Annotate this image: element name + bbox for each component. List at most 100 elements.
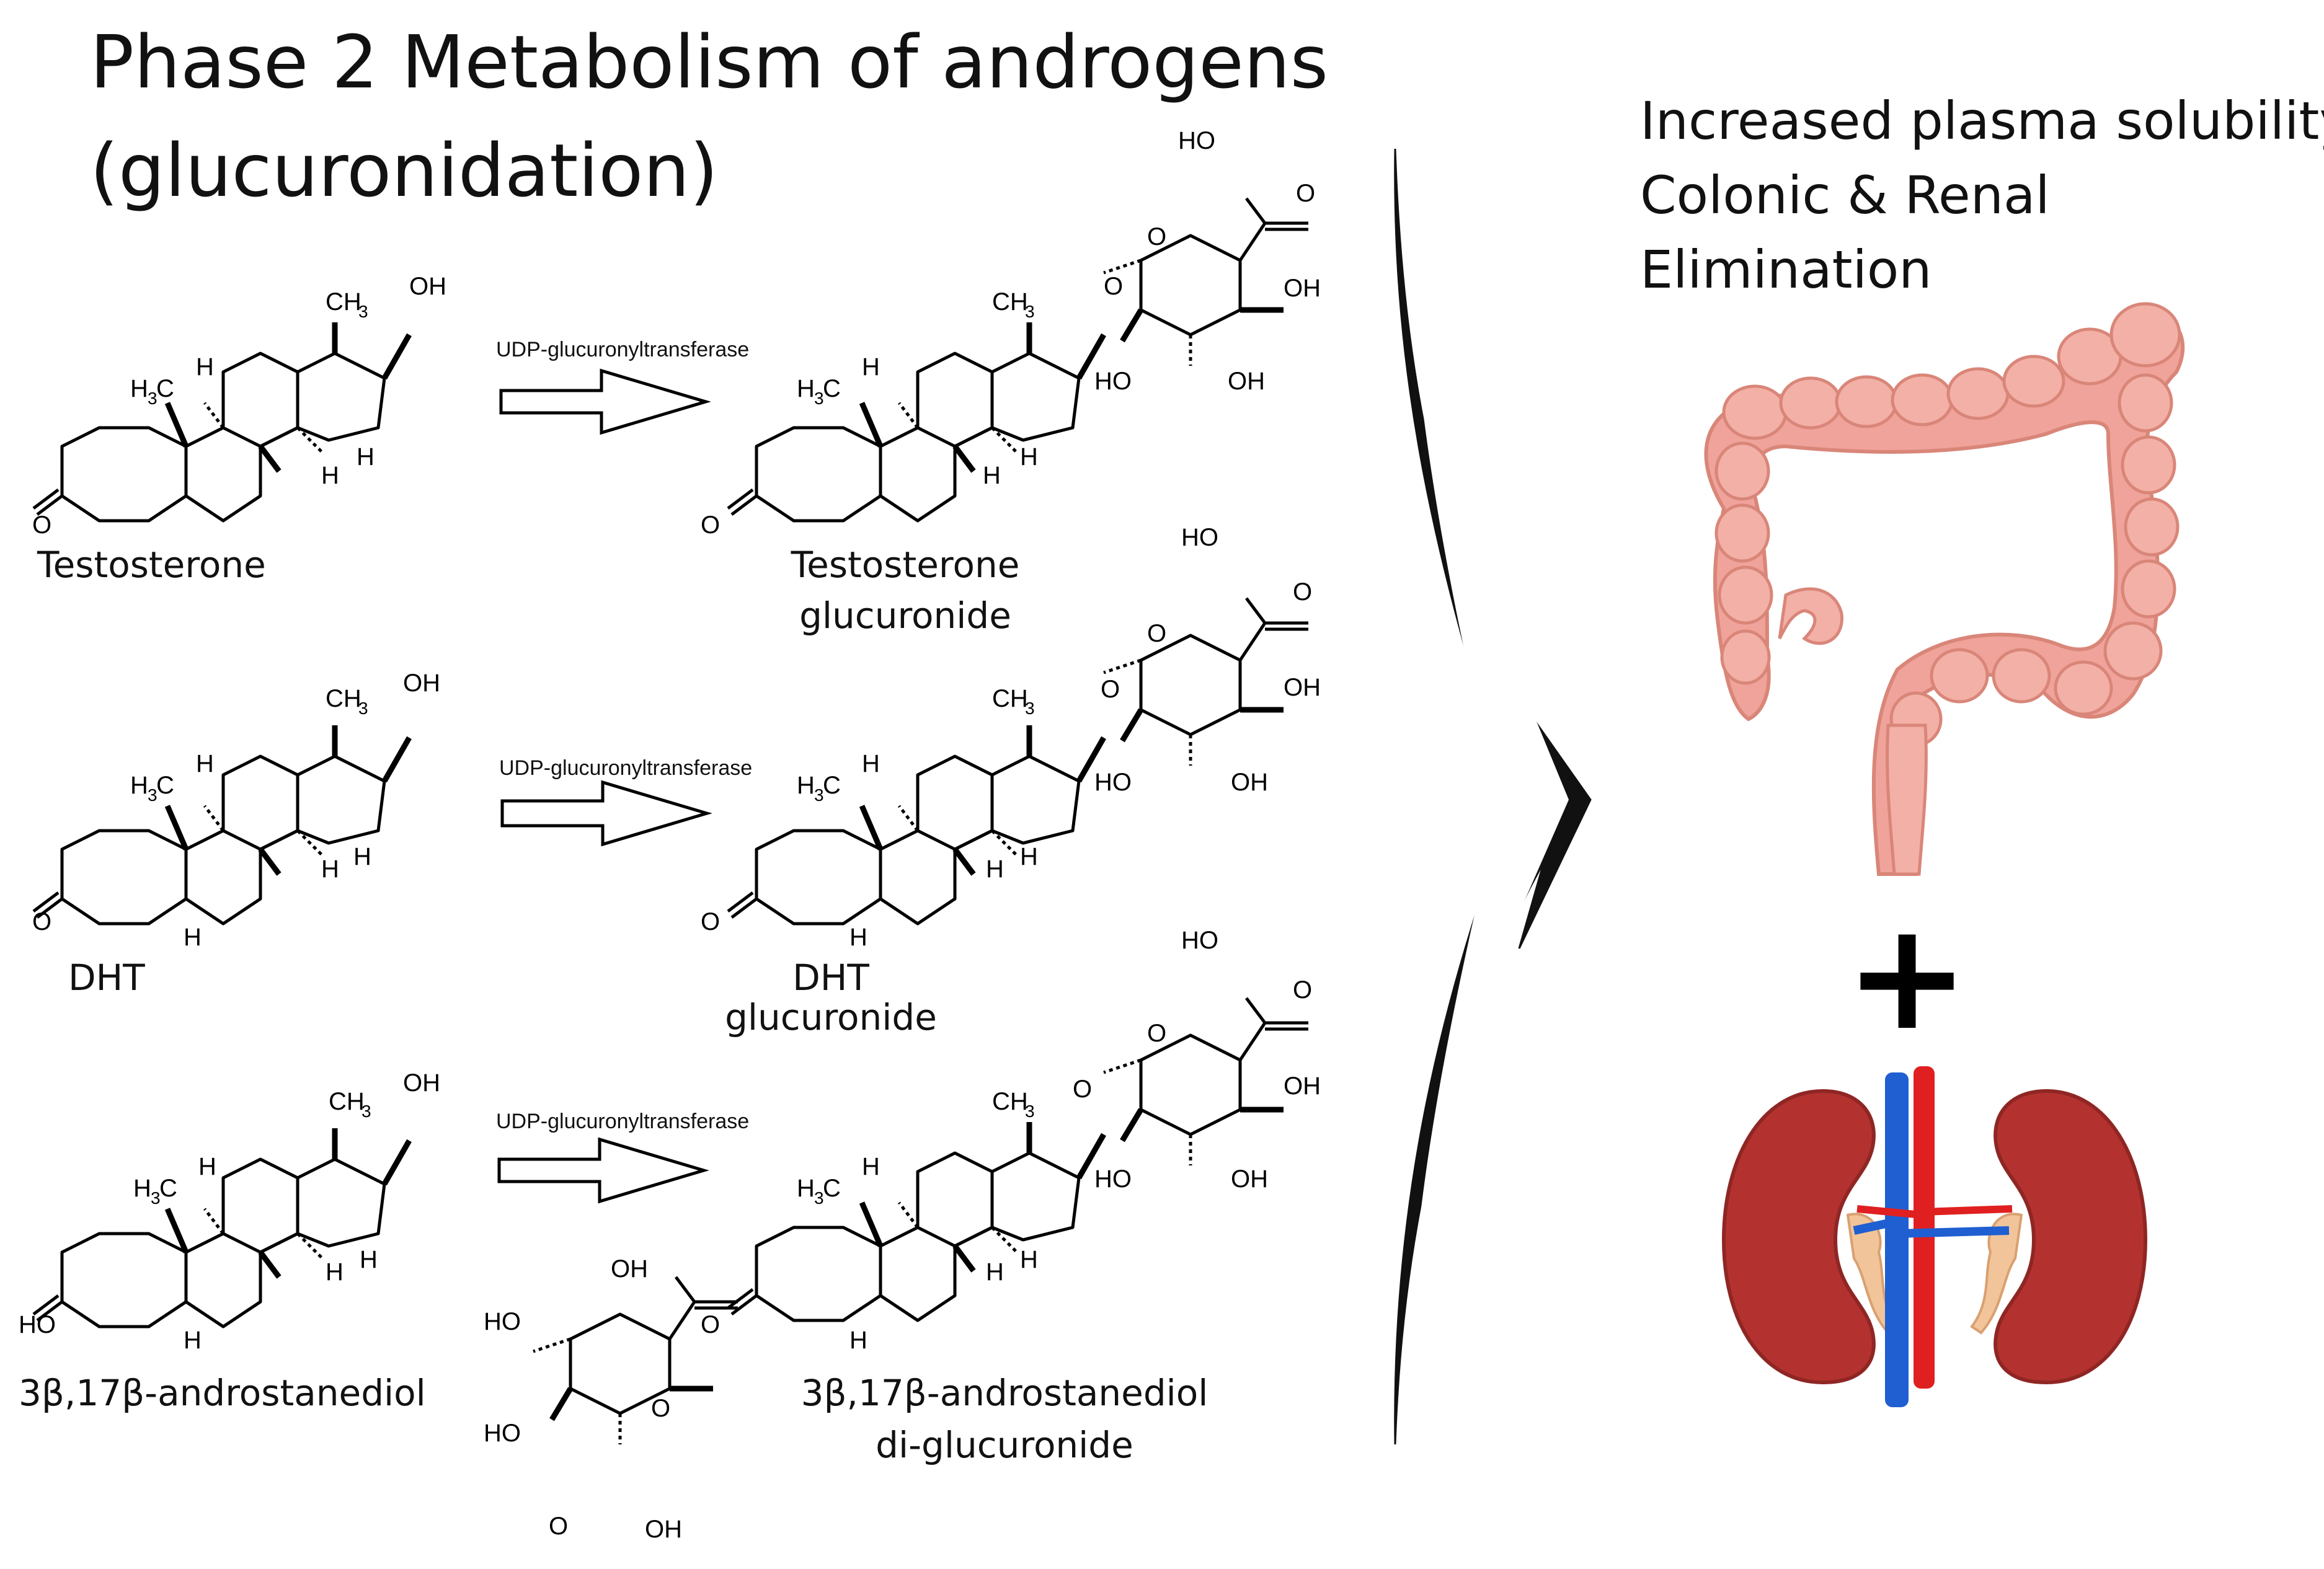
svg-text:HO: HO — [1094, 1165, 1132, 1193]
atom-labels: OH CH 3 H 3 C H H H O HO O O OH HO OH O … — [19, 127, 1321, 1543]
svg-text:OH: OH — [611, 1255, 648, 1283]
svg-text:CH: CH — [992, 685, 1028, 712]
svg-text:HO: HO — [484, 1420, 521, 1447]
svg-text:3: 3 — [358, 699, 368, 718]
svg-text:H: H — [1020, 843, 1038, 870]
product-name-androstanediol-line-1: 3β,17β-androstanediol — [801, 1372, 1209, 1414]
svg-text:O: O — [1147, 620, 1166, 647]
svg-text:H: H — [321, 855, 339, 883]
svg-text:OH: OH — [1231, 1165, 1268, 1193]
product-name-androstanediol-line-2: di-glucuronide — [876, 1424, 1133, 1466]
substrate-name-testosterone: Testosterone — [37, 544, 266, 586]
svg-text:HO: HO — [19, 1311, 56, 1338]
svg-text:H: H — [849, 924, 867, 951]
product-name-dht-line-2: glucuronide — [725, 996, 937, 1038]
svg-text:OH: OH — [645, 1516, 682, 1543]
svg-text:CH: CH — [329, 1088, 365, 1115]
plus-sign: + — [1845, 890, 1970, 1063]
svg-text:H: H — [326, 1258, 344, 1286]
svg-text:H: H — [360, 1246, 378, 1273]
product-name-testosterone-line-2: glucuronide — [799, 594, 1011, 637]
svg-text:3: 3 — [814, 1188, 824, 1208]
svg-text:H: H — [130, 772, 148, 799]
svg-text:H: H — [184, 1327, 202, 1354]
svg-text:H: H — [862, 1153, 880, 1180]
svg-text:H: H — [196, 750, 214, 777]
svg-text:O: O — [549, 1513, 568, 1540]
svg-text:H: H — [198, 1153, 216, 1180]
svg-text:O: O — [1101, 676, 1120, 703]
svg-text:H: H — [986, 855, 1004, 883]
svg-text:HO: HO — [1181, 927, 1218, 954]
colon-illustration — [1704, 302, 2185, 876]
outcome-line-2: Colonic & Renal — [1640, 165, 2050, 226]
svg-text:3: 3 — [1025, 1102, 1035, 1121]
svg-text:H: H — [184, 924, 202, 951]
svg-text:CH: CH — [992, 288, 1028, 316]
outcome-line-1: Increased plasma solubility — [1640, 91, 2324, 151]
curved-chevron-arrow — [1394, 148, 1592, 1445]
svg-text:C: C — [823, 772, 841, 799]
svg-text:H: H — [196, 353, 214, 381]
svg-text:OH: OH — [1284, 674, 1321, 701]
svg-text:3: 3 — [148, 785, 157, 805]
svg-text:O: O — [1296, 180, 1315, 207]
svg-text:HO: HO — [1181, 524, 1218, 551]
svg-text:HO: HO — [1094, 769, 1132, 796]
svg-text:O: O — [32, 511, 51, 539]
androstanediol-structure — [33, 1128, 409, 1327]
svg-text:HO: HO — [484, 1308, 521, 1335]
svg-text:CH: CH — [326, 685, 361, 712]
androstanediol-diglucuronide-structure — [533, 998, 1308, 1444]
svg-text:3: 3 — [814, 389, 824, 408]
svg-text:O: O — [701, 908, 720, 935]
svg-text:3: 3 — [148, 389, 157, 408]
dht-glucuronide-structure — [728, 598, 1308, 924]
testosterone-structure — [33, 322, 409, 521]
svg-text:O: O — [1293, 578, 1312, 606]
svg-text:O: O — [701, 511, 720, 539]
svg-text:OH: OH — [403, 670, 440, 697]
atom-ch3: CH — [326, 288, 361, 316]
svg-text:HO: HO — [1094, 368, 1132, 395]
outcome-line-3: Elimination — [1640, 239, 1932, 300]
svg-text:C: C — [159, 1175, 177, 1202]
svg-text:O: O — [701, 1311, 720, 1338]
svg-text:H: H — [797, 772, 815, 799]
enzyme-label-row-3: UDP-glucuronyltransferase — [496, 1110, 750, 1133]
kidneys-illustration — [1721, 1066, 2148, 1407]
svg-text:CH: CH — [992, 1088, 1028, 1115]
svg-text:OH: OH — [1284, 1072, 1321, 1100]
svg-text:C: C — [156, 772, 174, 799]
svg-text:3: 3 — [151, 1188, 161, 1208]
svg-text:H: H — [849, 1327, 867, 1354]
svg-text:O: O — [1073, 1076, 1092, 1103]
svg-text:OH: OH — [1228, 368, 1265, 395]
svg-text:3: 3 — [1025, 302, 1035, 321]
enzyme-label-row-1: UDP-glucuronyltransferase — [496, 338, 750, 361]
reaction-arrow-row-2 — [500, 780, 712, 847]
enzyme-label-row-2: UDP-glucuronyltransferase — [499, 756, 753, 780]
svg-text:O: O — [1293, 976, 1312, 1004]
svg-text:H: H — [986, 1258, 1004, 1286]
svg-text:H: H — [797, 1175, 815, 1202]
title-line-2: (glucuronidation) — [90, 128, 719, 213]
svg-text:O: O — [1104, 273, 1123, 300]
svg-text:HO: HO — [1178, 127, 1215, 154]
dht-structure — [33, 725, 409, 924]
svg-text:H: H — [797, 375, 815, 402]
svg-text:H: H — [357, 443, 375, 471]
atom-oh: OH — [409, 273, 446, 300]
svg-text:3: 3 — [358, 302, 368, 321]
svg-text:H: H — [862, 750, 880, 777]
svg-text:O: O — [1147, 223, 1166, 250]
svg-text:H: H — [321, 462, 339, 489]
svg-text:H: H — [353, 843, 371, 870]
svg-text:C: C — [823, 375, 841, 402]
svg-text:H: H — [1020, 443, 1038, 471]
svg-text:3: 3 — [814, 785, 824, 805]
reaction-arrow-row-3 — [497, 1137, 709, 1204]
testosterone-glucuronide-structure — [728, 198, 1308, 521]
